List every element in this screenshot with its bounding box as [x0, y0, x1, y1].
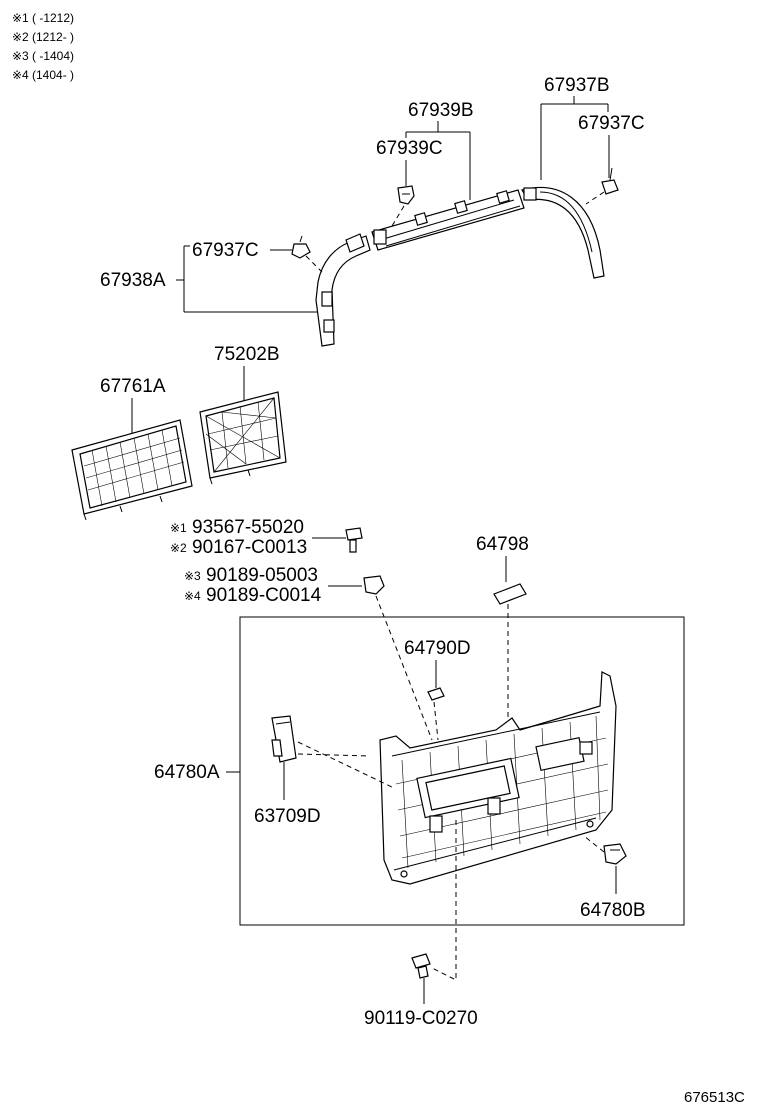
- screw-1-code: 93567-55020: [192, 517, 304, 538]
- grille-67761A: [71, 419, 193, 521]
- leader-67939B: [405, 121, 471, 200]
- dash-64790D: [433, 701, 439, 741]
- clip-67937C-top: [601, 167, 619, 195]
- screw-callouts: ※1 93567-55020 ※2 90167-C0013 ※3 90189-0…: [170, 517, 322, 606]
- diagram-id: 676513C: [684, 1089, 745, 1106]
- assembly-box: [239, 616, 685, 926]
- screw-4-code: 90189-C0014: [206, 585, 322, 606]
- note-1-mark: ※1: [12, 11, 29, 25]
- clip-67939C: [397, 185, 415, 205]
- clip-67937C-left: [291, 235, 311, 259]
- note-4-text: (1404- ): [32, 68, 74, 82]
- note-4-mark: ※4: [12, 68, 29, 82]
- leader-67937B: [540, 96, 609, 180]
- screw-4-mark: ※4: [184, 589, 201, 603]
- screw-3-code: 90189-05003: [206, 565, 318, 586]
- label-67939B: 67939B: [408, 100, 474, 121]
- leader-67938A: [176, 245, 318, 313]
- revision-notes: ※1 ( -1212) ※2 (1212- ) ※3 ( -1404) ※4 (…: [12, 11, 74, 82]
- screw-2-mark: ※2: [170, 541, 187, 555]
- dash-67939C: [391, 205, 405, 227]
- screw-icon: [345, 527, 363, 553]
- dash-64780B: [583, 835, 605, 853]
- screw-1-mark: ※1: [170, 521, 187, 535]
- screw-3-mark: ※3: [184, 569, 201, 583]
- back-door-trim-board: [379, 671, 617, 885]
- label-67937C-top: 67937C: [578, 113, 645, 134]
- right-pillar-67937B: [521, 186, 605, 279]
- grille-75202B: [199, 391, 287, 485]
- note-3-text: ( -1404): [32, 49, 74, 63]
- label-67937B: 67937B: [544, 75, 610, 96]
- label-90119-C0270: 90119-C0270: [364, 1008, 478, 1029]
- clip-icon: [363, 575, 385, 595]
- dash-67937C-left: [305, 255, 323, 273]
- dash-63709D: [297, 741, 395, 789]
- label-64790D: 64790D: [404, 638, 471, 659]
- bolt-90119: [411, 953, 431, 979]
- label-67761A: 67761A: [100, 376, 166, 397]
- label-64780B: 64780B: [580, 900, 646, 921]
- dash-67937C-top: [585, 191, 605, 205]
- pull-handle-63709D: [271, 715, 297, 763]
- label-63709D: 63709D: [254, 806, 321, 827]
- label-67937C-left: 67937C: [192, 240, 259, 261]
- note-2-mark: ※2: [12, 30, 29, 44]
- cover-64798: [493, 583, 527, 605]
- note-1-text: ( -1212): [32, 11, 74, 25]
- dash-screw-clip: [375, 595, 433, 741]
- label-67938A: 67938A: [100, 270, 166, 291]
- left-pillar-67938A: [315, 233, 371, 347]
- note-3-mark: ※3: [12, 49, 29, 63]
- clip-64780B: [603, 843, 627, 865]
- label-64798: 64798: [476, 534, 529, 555]
- screw-2-code: 90167-C0013: [192, 537, 307, 558]
- label-64780A: 64780A: [154, 762, 220, 783]
- clip-64790D: [427, 687, 445, 701]
- label-75202B: 75202B: [214, 344, 280, 365]
- label-67939C: 67939C: [376, 138, 443, 159]
- note-2-text: (1212- ): [32, 30, 74, 44]
- center-garnish-67939B: [371, 189, 525, 251]
